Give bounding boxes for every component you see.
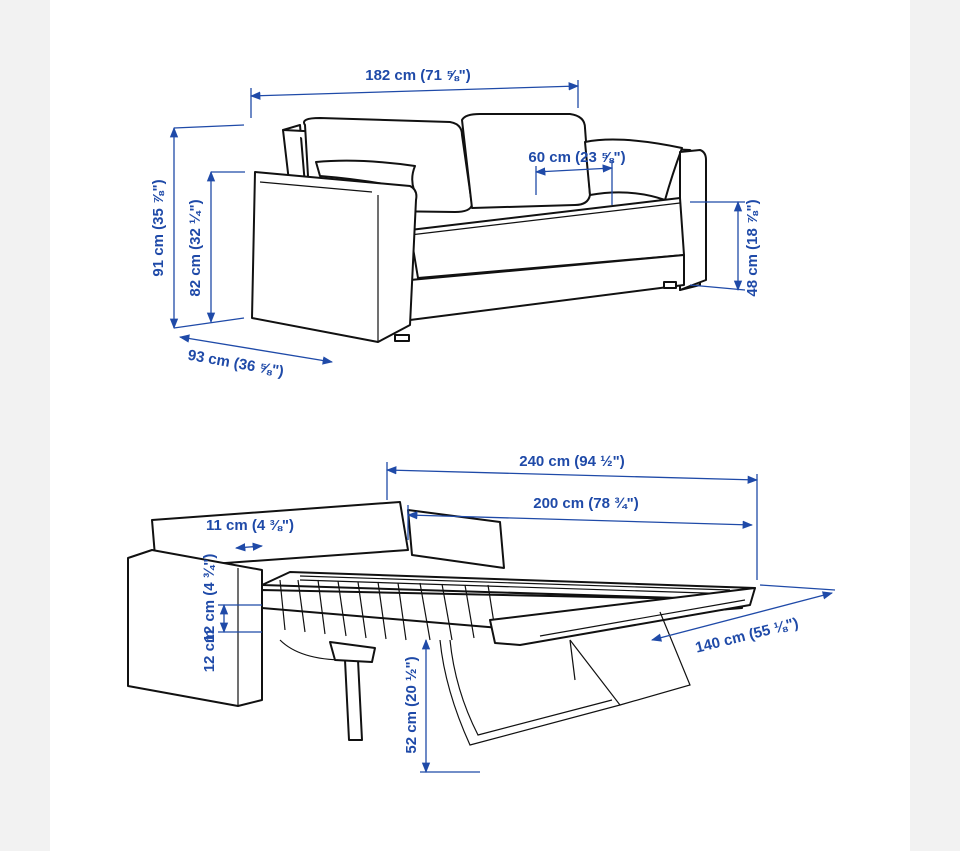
bed-drawing bbox=[127, 501, 756, 746]
total-length-label: 240 cm (94 ½") bbox=[519, 453, 625, 470]
seat-depth-label: 60 cm (23 ⅝") bbox=[528, 149, 625, 166]
mattress-thickness-label: 12 cm (4 ¾") bbox=[201, 554, 218, 643]
bed-length-label: 200 cm (78 ¾") bbox=[533, 495, 639, 512]
armrest-width-label: 11 cm (4 ⅜") bbox=[206, 517, 294, 534]
width-label: 182 cm (71 ⅝") bbox=[365, 67, 471, 84]
bed-height-label: 52 cm (20 ½") bbox=[403, 656, 420, 753]
seat-thickness-label: 12 cm bbox=[201, 630, 218, 673]
height-label: 91 cm (35 ⅞") bbox=[150, 179, 167, 276]
bed-width-label: 140 cm (55 ⅛") bbox=[694, 615, 800, 657]
top-dimension-lines bbox=[169, 80, 746, 365]
armrest-height-label: 82 cm (32 ¼") bbox=[187, 199, 204, 296]
seat-height-label: 48 cm (18 ⅞") bbox=[744, 199, 761, 296]
bed-dimension-lines bbox=[218, 462, 836, 774]
sofa-drawing bbox=[251, 113, 707, 343]
